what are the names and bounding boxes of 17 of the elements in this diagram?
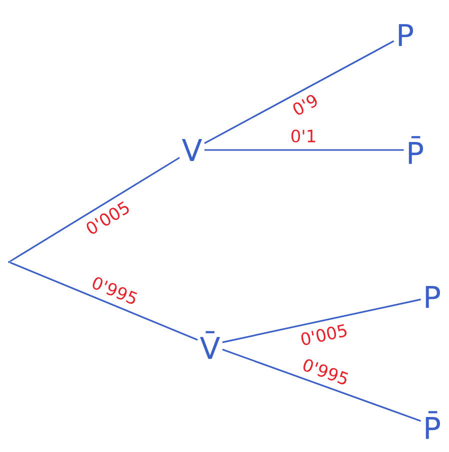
probability-label: 0'9 [289,92,322,118]
branch-line [204,149,404,151]
probability-label: 0'005 [298,322,350,348]
probability-label: 0'995 [300,356,352,388]
outcome-letter: V̄ [200,331,220,359]
branch-line [10,262,198,341]
probability-label: 0'995 [88,274,141,307]
branch-line [222,348,422,422]
branch-line [222,298,421,344]
outcome-letter: P [398,24,413,46]
outcome-letter: V [182,139,202,161]
outcome-letter: P̄ [426,411,440,439]
outcome-letter: P [426,286,440,308]
outcome-letter: P̄ [408,136,423,164]
branch-line [204,40,394,144]
probability-label: 0'1 [289,128,318,144]
branch-line [10,156,180,262]
